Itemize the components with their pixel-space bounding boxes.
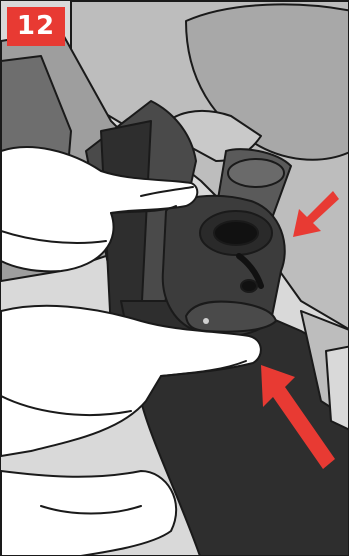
red-arrow-down-left-icon	[293, 191, 339, 237]
red-arrow-up-left-icon	[261, 365, 335, 469]
step-number: 12	[16, 11, 56, 41]
step-number-badge: 12	[7, 7, 65, 46]
